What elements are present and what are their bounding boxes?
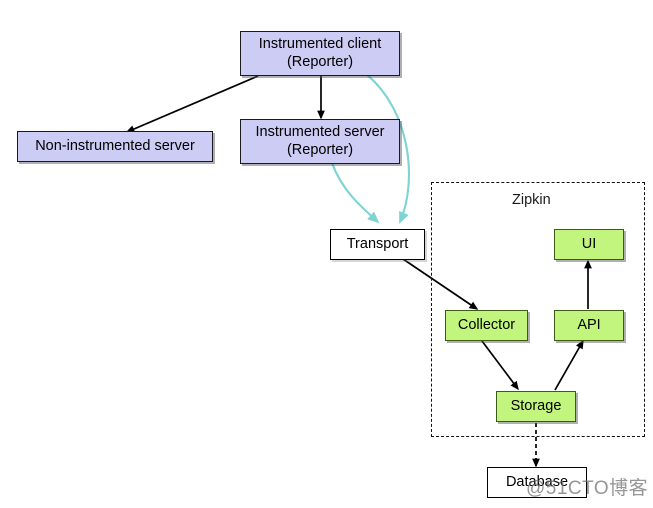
node-instrumented-client[interactable]: Instrumented client (Reporter) xyxy=(240,31,400,76)
edge-client-to-noninstrumented-server xyxy=(125,75,259,133)
zipkin-group-label: Zipkin xyxy=(512,192,551,208)
edge-instrumented-server-to-transport xyxy=(331,162,380,224)
node-collector[interactable]: Collector xyxy=(445,310,528,341)
node-ui[interactable]: UI xyxy=(554,229,624,260)
watermark-text: @51CTO博客 xyxy=(526,478,649,499)
node-non-instrumented-server[interactable]: Non-instrumented server xyxy=(17,131,213,162)
node-instrumented-server[interactable]: Instrumented server (Reporter) xyxy=(240,119,400,164)
node-transport[interactable]: Transport xyxy=(330,229,425,260)
node-database[interactable]: Database xyxy=(487,467,587,498)
node-storage[interactable]: Storage xyxy=(496,391,576,422)
node-api[interactable]: API xyxy=(554,310,624,341)
